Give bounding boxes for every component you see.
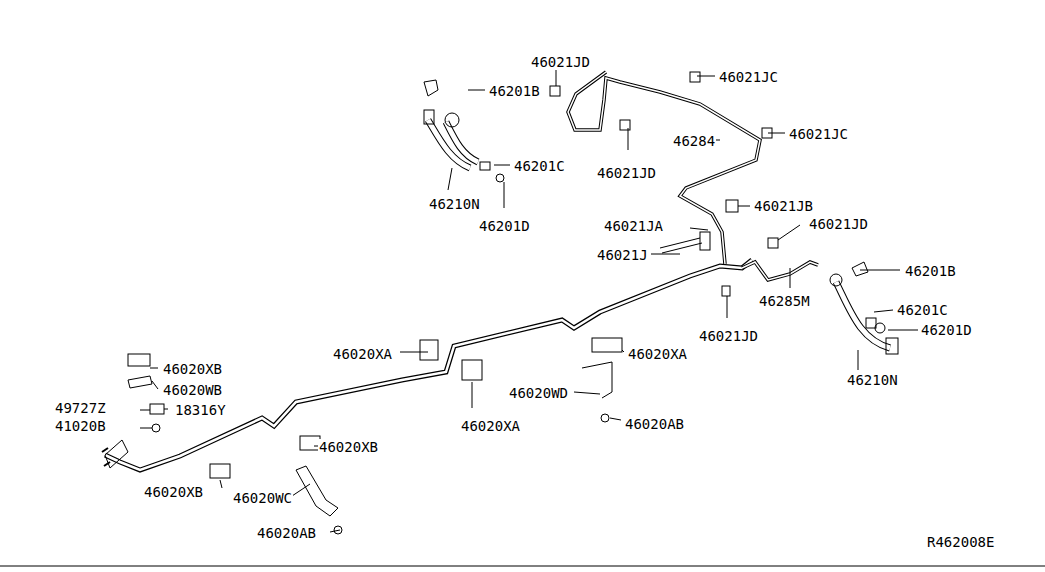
part-number: 46201B — [904, 263, 957, 279]
part-number: 46021J — [596, 247, 649, 263]
leader-line — [140, 70, 918, 532]
frame-line — [0, 566, 1045, 567]
part-number: 46020XB — [143, 484, 204, 500]
part-number: 46021JD — [808, 216, 869, 232]
part-number: 46201D — [478, 218, 531, 234]
part-number: 46021JD — [530, 54, 591, 70]
part-number: 46020XA — [332, 346, 393, 362]
part-number: 46201C — [896, 302, 949, 318]
part-number: 46020XB — [162, 361, 223, 377]
part-number: 46020XA — [460, 418, 521, 434]
rear-pipe — [742, 262, 818, 280]
main-pipe — [105, 260, 752, 470]
part-number: 49727Z — [54, 400, 107, 416]
upper-pipe — [568, 72, 760, 264]
part-number: 18316Y — [174, 402, 227, 418]
part-number: 46020XA — [627, 346, 688, 362]
part-number: 46020WB — [162, 382, 223, 398]
part-number: 46201B — [488, 83, 541, 99]
part-number: 46020AB — [256, 525, 317, 541]
part-number: 46020XB — [318, 439, 379, 455]
brake-hose — [830, 262, 898, 354]
part-number: 46021JC — [788, 126, 849, 142]
part-number: 46020WD — [508, 385, 569, 401]
part-number: 46020AB — [624, 416, 685, 432]
pipe-clip — [128, 72, 778, 534]
part-number: 46021JA — [603, 218, 664, 234]
part-number: 46210N — [846, 372, 899, 388]
part-number: 46021JC — [718, 69, 779, 85]
part-number: 46210N — [428, 196, 481, 212]
part-number: 46285M — [758, 293, 811, 309]
diagram-code: R462008E — [926, 534, 995, 550]
part-number: 46201D — [920, 322, 973, 338]
part-number: 46201C — [513, 158, 566, 174]
part-number: 46021JB — [753, 198, 814, 214]
part-number: 46021JD — [698, 328, 759, 344]
part-number: 46284 — [672, 133, 716, 149]
part-number: 46021JD — [596, 165, 657, 181]
part-number: 41020B — [54, 418, 107, 434]
part-number: 46020WC — [232, 490, 293, 506]
